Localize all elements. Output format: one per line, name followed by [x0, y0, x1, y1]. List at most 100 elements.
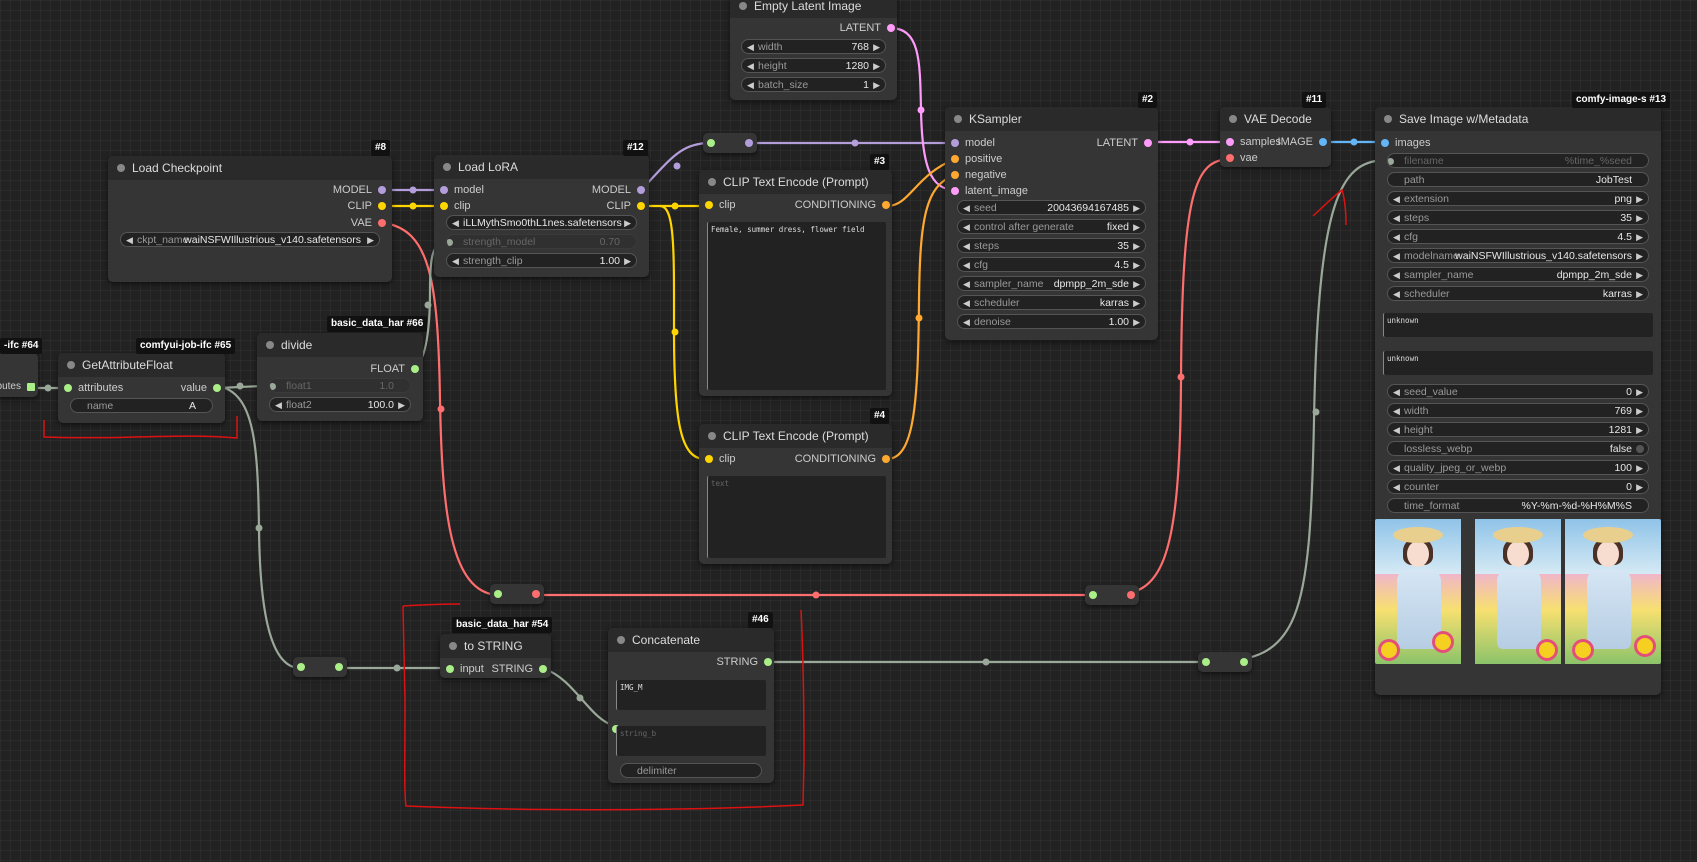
collapse-dot-icon[interactable]: [954, 115, 962, 123]
prompt-textarea[interactable]: text: [707, 476, 886, 558]
input-samples[interactable]: samples: [1226, 135, 1281, 149]
conditioning-pin-icon[interactable]: [951, 155, 959, 163]
input-clip[interactable]: clip: [705, 452, 736, 466]
node-title[interactable]: KSampler: [945, 107, 1158, 131]
latent-pin-icon[interactable]: [1144, 139, 1152, 147]
output-clip[interactable]: CLIP: [348, 199, 386, 213]
collapse-dot-icon[interactable]: [1384, 115, 1392, 123]
model-pin-icon[interactable]: [440, 186, 448, 194]
node-save-image-metadata[interactable]: Save Image w/Metadata images filename%ti…: [1375, 107, 1661, 695]
model-pin-icon[interactable]: [378, 186, 386, 194]
output-string[interactable]: STRING: [491, 662, 547, 676]
collapse-dot-icon[interactable]: [117, 164, 125, 172]
float-pin-icon[interactable]: [411, 365, 419, 373]
textarea-string-b[interactable]: string_b: [616, 726, 766, 756]
output-float[interactable]: FLOAT: [370, 362, 419, 376]
collapse-dot-icon[interactable]: [266, 341, 274, 349]
conditioning-pin-icon[interactable]: [882, 455, 890, 463]
clip-pin-icon[interactable]: [378, 202, 386, 210]
float-pin-icon[interactable]: [213, 384, 221, 392]
collapse-dot-icon[interactable]: [443, 163, 451, 171]
input-input[interactable]: input: [446, 662, 484, 676]
node-load-checkpoint[interactable]: Load Checkpoint MODEL CLIP VAE ◀ckpt_nam…: [108, 156, 392, 282]
output-value[interactable]: value: [181, 381, 221, 395]
node-title[interactable]: CLIP Text Encode (Prompt): [699, 170, 892, 194]
grid-pin-icon[interactable]: [27, 383, 35, 391]
collapse-dot-icon[interactable]: [1229, 115, 1237, 123]
vae-pin-icon[interactable]: [378, 219, 386, 227]
output-conditioning[interactable]: CONDITIONING: [795, 452, 890, 466]
image-pin-icon[interactable]: [1319, 138, 1327, 146]
node-title[interactable]: Concatenate: [608, 628, 774, 652]
output-latent[interactable]: LATENT: [1097, 136, 1152, 150]
output-clip[interactable]: CLIP: [607, 199, 645, 213]
image-pin-icon[interactable]: [1381, 139, 1389, 147]
textarea-positive[interactable]: unknown: [1383, 313, 1653, 337]
collapse-dot-icon[interactable]: [708, 178, 716, 186]
input-clip[interactable]: clip: [440, 199, 471, 213]
collapse-dot-icon[interactable]: [739, 2, 747, 10]
node-ksampler[interactable]: KSampler model LATENT positive negative …: [945, 107, 1158, 340]
node-load-lora[interactable]: Load LoRA model MODEL clip CLIP ◀iLLMyth…: [434, 155, 649, 277]
reroute-node[interactable]: [703, 133, 757, 153]
input-latent-image[interactable]: latent_image: [951, 184, 1028, 198]
textarea-negative[interactable]: unknown: [1383, 351, 1653, 375]
generic-pin-icon[interactable]: [64, 384, 72, 392]
collapse-dot-icon[interactable]: [617, 636, 625, 644]
preview-image[interactable]: [1375, 519, 1661, 664]
output-attributes[interactable]: butes: [0, 380, 35, 394]
widget-time-format[interactable]: time_format%Y-%m-%d-%H%M%S: [1387, 498, 1649, 513]
output-model[interactable]: MODEL: [592, 183, 645, 197]
collapse-dot-icon[interactable]: [708, 432, 716, 440]
node-to-string[interactable]: to STRING input STRING: [440, 634, 551, 678]
node-clip-text-encode-positive[interactable]: CLIP Text Encode (Prompt) clip CONDITION…: [699, 170, 892, 396]
clip-pin-icon[interactable]: [705, 455, 713, 463]
output-string[interactable]: STRING: [716, 655, 772, 669]
clip-pin-icon[interactable]: [637, 202, 645, 210]
input-attributes[interactable]: attributes: [64, 381, 123, 395]
reroute-node[interactable]: [1085, 585, 1139, 605]
output-latent[interactable]: LATENT: [840, 21, 895, 35]
input-images[interactable]: images: [1381, 136, 1430, 150]
vae-pin-icon[interactable]: [1226, 154, 1234, 162]
model-pin-icon[interactable]: [637, 186, 645, 194]
node-job-info[interactable]: butes: [0, 353, 38, 397]
node-title[interactable]: to STRING: [440, 634, 551, 658]
node-title[interactable]: Load LoRA: [434, 155, 649, 179]
generic-pin-icon[interactable]: [446, 665, 454, 673]
latent-pin-icon[interactable]: [887, 24, 895, 32]
reroute-node[interactable]: [293, 657, 347, 677]
node-title[interactable]: Load Checkpoint: [108, 156, 392, 180]
textarea-string-a[interactable]: IMG_M: [616, 680, 766, 710]
input-model[interactable]: model: [951, 136, 995, 150]
node-vae-decode[interactable]: VAE Decode samples IMAGE vae: [1220, 107, 1331, 167]
input-positive[interactable]: positive: [951, 152, 1002, 166]
string-pin-icon[interactable]: [764, 658, 772, 666]
node-title[interactable]: divide: [257, 333, 423, 357]
latent-pin-icon[interactable]: [951, 187, 959, 195]
widget-lora-name[interactable]: ◀iLLMythSmo0thL1nes.safetensors▶: [446, 215, 637, 230]
output-image[interactable]: IMAGE: [1278, 135, 1327, 149]
